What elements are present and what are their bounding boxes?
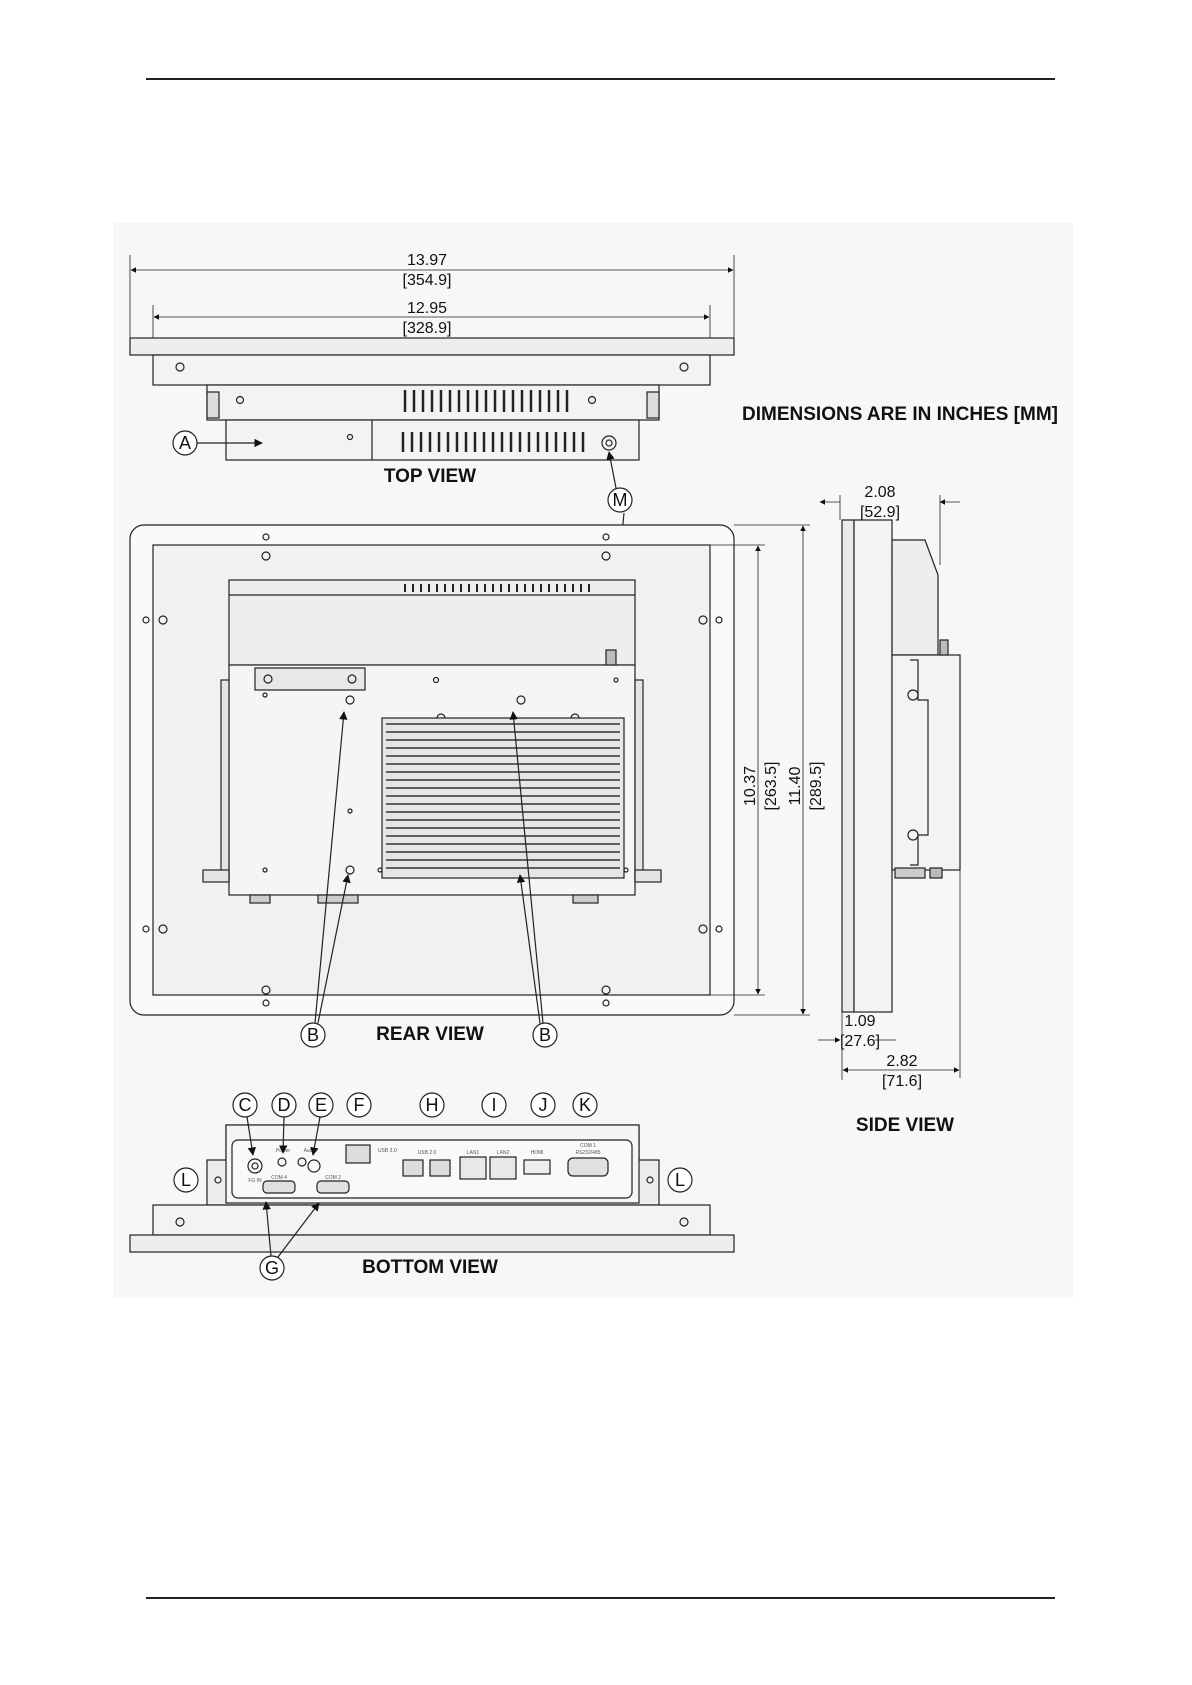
rear-view (130, 525, 810, 1015)
side-depth-total-in: 2.82 (886, 1053, 917, 1070)
callout-h-label: H (426, 1095, 439, 1115)
bezel-width-mm: [328.9] (403, 320, 452, 337)
port-usb20: USB 2.0 (418, 1150, 437, 1156)
side-depth-top-in: 2.08 (864, 484, 895, 501)
callout-k: K (573, 1093, 597, 1117)
port-com1: COM 1 (580, 1143, 596, 1149)
port-lan2: LAN2 (497, 1150, 510, 1156)
port-usb30: USB 3.0 (378, 1148, 397, 1154)
callout-j-label: J (539, 1095, 548, 1115)
top-view-vents-lower (403, 432, 583, 452)
callout-l-right-label: L (675, 1170, 685, 1190)
dimensions-note: DIMENSIONS ARE IN INCHES [MM] (742, 404, 1058, 425)
inner-height-mm: [263.5] (763, 762, 780, 811)
side-depth-bezel-mm: [27.6] (840, 1033, 880, 1050)
callout-c-label: C (239, 1095, 252, 1115)
side-view-label: SIDE VIEW (856, 1115, 954, 1136)
rear-view-label: REAR VIEW (376, 1024, 484, 1045)
overall-height-mm: [289.5] (808, 762, 825, 811)
port-lan1: LAN1 (467, 1150, 480, 1156)
callout-l-left: L (174, 1168, 198, 1192)
callout-i-label: I (491, 1095, 496, 1115)
bezel-width-in: 12.95 (407, 300, 447, 317)
callout-i: I (482, 1093, 506, 1117)
callout-j: J (531, 1093, 555, 1117)
port-fg-in: FG IN (248, 1178, 262, 1184)
callout-b-right-label: B (539, 1025, 551, 1045)
bottom-view-label: BOTTOM VIEW (362, 1257, 498, 1278)
side-depth-total-mm: [71.6] (882, 1073, 922, 1090)
callout-f-label: F (354, 1095, 365, 1115)
callout-b-left-label: B (307, 1025, 319, 1045)
inner-height-in: 10.37 (742, 766, 759, 806)
callout-f: F (347, 1093, 371, 1117)
callout-l-left-label: L (181, 1170, 191, 1190)
callout-h: H (420, 1093, 444, 1117)
port-com2: COM 2 (325, 1175, 341, 1181)
callout-e-label: E (315, 1095, 327, 1115)
bottom-view (130, 1125, 734, 1252)
side-depth-bezel-in: 1.09 (844, 1013, 875, 1030)
callout-k-label: K (579, 1095, 591, 1115)
overall-width-mm: [354.9] (403, 272, 452, 289)
footer-rule (146, 1597, 1055, 1599)
port-com1-sub: RS232/485 (575, 1150, 600, 1156)
callout-m-label: M (613, 490, 628, 510)
callout-a-label: A (179, 433, 191, 453)
callout-l-right: L (668, 1168, 692, 1192)
side-view (818, 495, 960, 1080)
top-view-label: TOP VIEW (384, 466, 476, 487)
overall-width-in: 13.97 (407, 252, 447, 269)
port-hdmi: HDMI (531, 1150, 544, 1156)
callout-g-label: G (265, 1258, 279, 1278)
callout-d-label: D (278, 1095, 291, 1115)
side-depth-top-mm: [52.9] (860, 504, 900, 521)
port-com4: COM 4 (271, 1175, 287, 1181)
overall-height-in: 11.40 (787, 766, 804, 805)
